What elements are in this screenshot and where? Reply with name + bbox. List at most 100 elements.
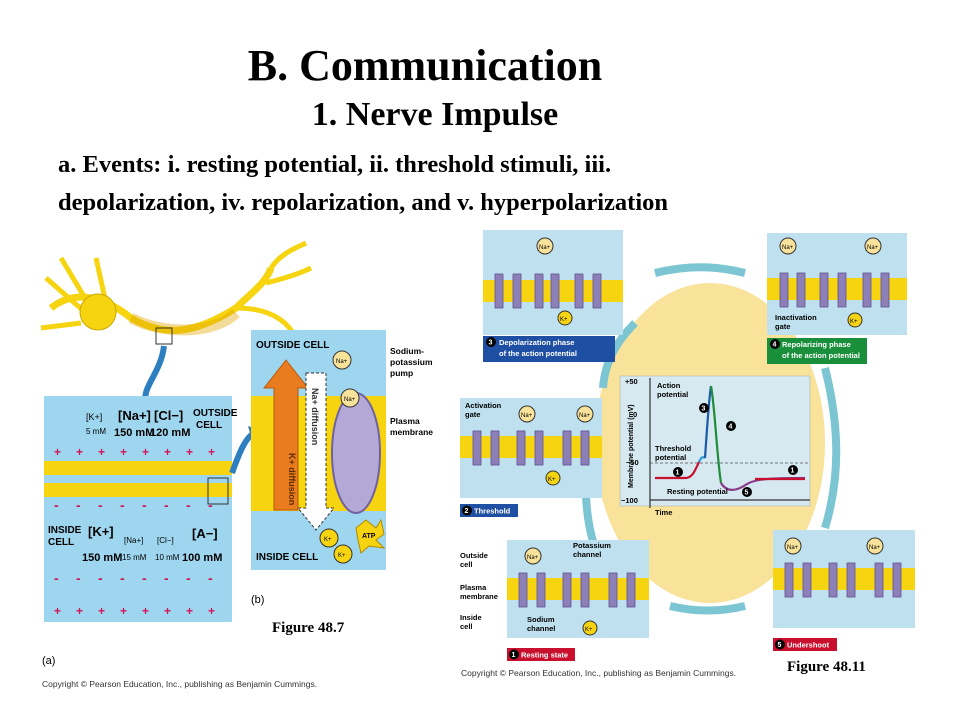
plasma-membrane-label-r: Plasma — [460, 583, 487, 592]
outside-cell-label: OUTSIDE — [193, 408, 238, 419]
sodium-channel-label: Sodium — [527, 615, 555, 624]
svg-text:+: + — [186, 604, 193, 618]
svg-text:-: - — [54, 570, 59, 586]
outside-cell-label-r-2: cell — [460, 560, 473, 569]
inside-cell-label: INSIDE — [48, 525, 82, 536]
sodium-channel-label-2: channel — [527, 624, 555, 633]
svg-text:-: - — [208, 497, 213, 513]
na-ion-2: Na+ — [344, 397, 356, 403]
membrane-label-2: membrane — [390, 427, 433, 437]
copyright-left: Copyright © Pearson Education, Inc., pub… — [42, 679, 318, 689]
outside-cell-label-r: Outside — [460, 551, 488, 560]
potassium-channel-label: Potassium — [573, 541, 611, 550]
p1-step-num: 1 — [512, 652, 516, 659]
svg-text:-: - — [164, 497, 169, 513]
svg-text:+: + — [208, 445, 215, 459]
pump-label-1: Sodium- — [390, 346, 424, 356]
svg-text:+: + — [76, 604, 83, 618]
plasma-membrane-label-r-2: membrane — [460, 592, 498, 601]
panel-b-outside: OUTSIDE CELL — [256, 340, 329, 351]
pump-label-2: potassium — [390, 357, 433, 367]
figure-48-11: +50 0 −50 −100 Membrane potential (mV) T… — [460, 230, 915, 661]
potassium-channel-label-2: channel — [573, 550, 601, 559]
svg-text:+: + — [76, 445, 83, 459]
tick-0: 0 — [633, 410, 637, 419]
bullet-line-1: a. Events: i. resting potential, ii. thr… — [58, 151, 612, 178]
graph-ylabel: Membrane potential (mV) — [628, 404, 635, 488]
graph-step-5: 5 — [745, 490, 749, 497]
outside-cell-label-2: CELL — [196, 420, 222, 431]
panel-a-concentrations: [K+] 5 mM [Na+] 150 mM [Cl−] 120 mM OUTS… — [42, 396, 260, 667]
svg-text:+: + — [164, 604, 171, 618]
copyright-right: Copyright © Pearson Education, Inc., pub… — [461, 668, 737, 678]
na-ion-1: Na+ — [336, 359, 348, 365]
figure-48-11-caption: Figure 48.11 — [787, 659, 866, 675]
p3-step-num: 3 — [489, 340, 493, 347]
out-cl-label: [Cl−] — [154, 408, 183, 423]
svg-text:-: - — [142, 497, 147, 513]
p3-label-2: of the action potential — [499, 349, 577, 358]
atp-label: ATP — [362, 533, 376, 540]
in-cl-conc: 10 mM — [155, 553, 180, 562]
in-na-conc: 15 mM — [122, 553, 147, 562]
panel-depolarization: Na+ K+ 3 Depolarization phase of the act… — [483, 230, 623, 362]
out-k-label: [K+] — [86, 412, 102, 422]
p2-step-num: 2 — [465, 508, 469, 515]
action-potential-graph: +50 0 −50 −100 Membrane potential (mV) T… — [619, 375, 811, 517]
panel-a-label: (a) — [42, 655, 55, 667]
inside-cell-label-r-2: cell — [460, 622, 473, 631]
graph-step-1a: 1 — [676, 470, 680, 477]
graph-xlabel: Time — [655, 508, 672, 517]
p4-k: K+ — [850, 319, 858, 325]
out-na-label: [Na+] — [118, 408, 151, 423]
bullet-line-2: depolarization, iv. repolarization, and … — [58, 189, 669, 216]
slide-title: B. Communication — [247, 41, 603, 90]
action-potential-label: Action — [657, 381, 681, 390]
svg-text:-: - — [76, 497, 81, 513]
pump-label-3: pump — [390, 368, 413, 378]
p1-na: Na+ — [527, 555, 539, 561]
k-ion-2: K+ — [338, 553, 346, 559]
k-ion-1: K+ — [324, 537, 332, 543]
in-na-label: [Na+] — [124, 536, 143, 545]
panel-b-inside: INSIDE CELL — [256, 552, 318, 563]
svg-text:+: + — [98, 445, 105, 459]
resting-label: Resting potential — [667, 487, 728, 496]
tick-minus100: −100 — [621, 496, 638, 505]
tick-plus50: +50 — [625, 377, 638, 386]
p1-label: Resting state — [521, 651, 568, 660]
svg-text:+: + — [208, 604, 215, 618]
p5-label: Undershoot — [787, 641, 830, 650]
svg-text:-: - — [98, 570, 103, 586]
p2-na-2: Na+ — [579, 413, 591, 419]
k-diffusion-label: K+ diffusion — [287, 453, 297, 505]
p4-na-1: Na+ — [782, 245, 794, 251]
na-diffusion-label: Na+ diffusion — [310, 388, 320, 445]
tick-minus50: −50 — [626, 458, 639, 467]
in-cl-label: [Cl−] — [157, 536, 174, 545]
graph-step-1b: 1 — [791, 468, 795, 475]
action-potential-label-2: potential — [657, 390, 688, 399]
p5-na-1: Na+ — [787, 545, 799, 551]
inactivation-gate-label-2: gate — [775, 322, 790, 331]
activation-gate-label-2: gate — [465, 410, 480, 419]
svg-text:-: - — [54, 497, 59, 513]
p3-k: K+ — [560, 317, 568, 323]
out-k-conc: 5 mM — [86, 427, 106, 436]
p3-label-1: Depolarization phase — [499, 338, 574, 347]
svg-text:-: - — [76, 570, 81, 586]
svg-text:+: + — [54, 604, 61, 618]
figure-48-7-caption: Figure 48.7 — [272, 620, 345, 636]
svg-text:+: + — [120, 604, 127, 618]
events-bullet: a. Events: i. resting potential, ii. thr… — [58, 146, 938, 222]
svg-text:-: - — [164, 570, 169, 586]
p3-na: Na+ — [539, 245, 551, 251]
svg-text:-: - — [98, 497, 103, 513]
out-cl-conc: 120 mM — [150, 427, 190, 439]
inside-cell-label-2: CELL — [48, 537, 74, 548]
svg-text:+: + — [120, 445, 127, 459]
panel-undershoot: Na+ Na+ 5 Undershoot — [773, 530, 915, 651]
membrane-label-1: Plasma — [390, 416, 420, 426]
svg-text:-: - — [186, 570, 191, 586]
svg-text:+: + — [142, 604, 149, 618]
